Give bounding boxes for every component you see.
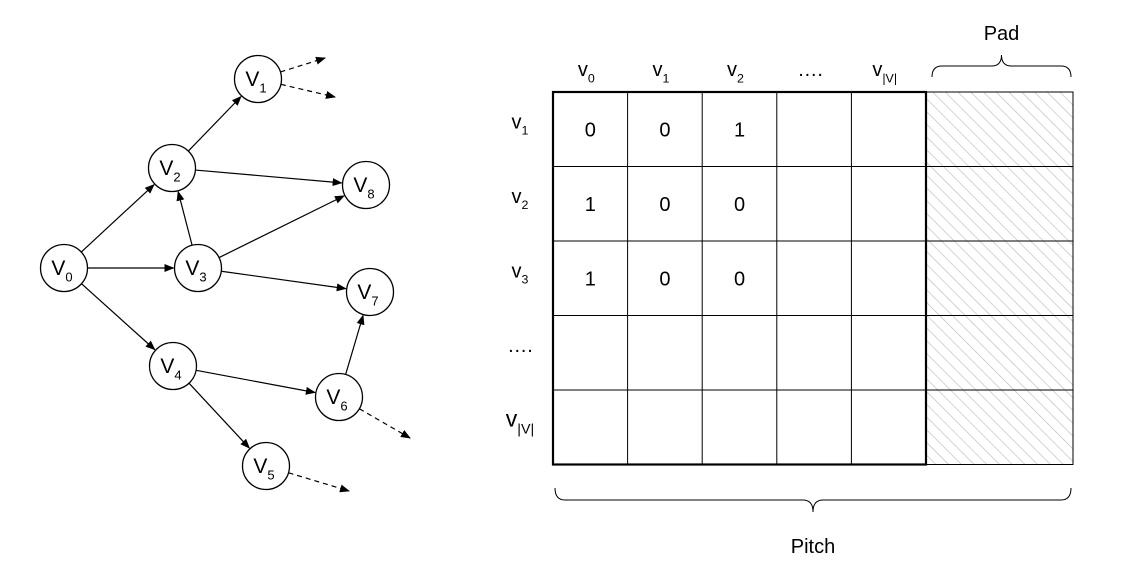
edge-v2-v1 (187, 95, 242, 152)
edge-v4-v5 (188, 382, 250, 449)
node-v1: V1 (233, 54, 283, 104)
pitch-brace (554, 487, 1072, 513)
edge-v4-v6 (195, 369, 316, 395)
dangling-edge-v5 (288, 472, 350, 493)
edge-v2-v8 (195, 169, 343, 187)
row-header: v1 (512, 111, 529, 137)
node-v0: V0 (39, 243, 89, 293)
pad-brace (931, 54, 1072, 78)
pitch-label: Pitch (791, 536, 835, 558)
graph-edges (80, 56, 411, 493)
matrix-cell: 1 (585, 194, 596, 216)
matrix-cells: 0 0 1 1 0 0 1 0 0 (585, 119, 745, 290)
matrix-cell: 0 (585, 119, 596, 141)
edge-v3-v8 (218, 195, 345, 259)
matrix-cell: 0 (734, 268, 745, 290)
node-circle (241, 441, 291, 491)
row-header: …. (507, 335, 533, 357)
node-label: V2 (159, 157, 180, 185)
node-v8: V8 (341, 160, 391, 210)
node-label: V4 (160, 355, 181, 383)
column-header: v1 (652, 59, 669, 85)
node-v2: V2 (147, 143, 197, 193)
edge-v3-v7 (221, 270, 347, 292)
node-label: V1 (245, 68, 266, 96)
node-label: V5 (253, 455, 274, 483)
edge-v0-v2 (80, 183, 155, 253)
node-label: V7 (357, 281, 378, 309)
row-header: v|V| (506, 405, 534, 437)
edge-v3-v2 (176, 190, 193, 246)
node-circle (314, 372, 364, 422)
node-v5: V5 (241, 441, 291, 491)
node-label: V3 (185, 257, 206, 285)
matrix-cell: 1 (734, 119, 745, 141)
node-circle (148, 341, 198, 391)
dangling-edge-v1 (280, 56, 326, 73)
node-v3: V3 (173, 243, 223, 293)
column-header: v2 (727, 59, 744, 85)
edge-v6-v7 (345, 314, 365, 375)
column-header: v|V| (872, 59, 897, 85)
matrix-cell: 0 (659, 119, 670, 141)
matrix-cell: 0 (659, 268, 670, 290)
pad-region (926, 92, 1073, 465)
node-circle (233, 54, 283, 104)
dangling-edge-v6 (359, 408, 411, 439)
column-header: …. (797, 59, 823, 81)
node-label: V6 (326, 386, 347, 414)
row-header: v2 (512, 186, 529, 212)
matrix-cell: 0 (734, 194, 745, 216)
dangling-edge-v1 (280, 83, 336, 99)
matrix-column-headers: v0 v1 v2 …. v|V| (578, 59, 897, 85)
edge-v0-v4 (81, 283, 156, 351)
node-circle (147, 143, 197, 193)
matrix-border (551, 90, 928, 466)
node-circle (173, 243, 223, 293)
node-v4: V4 (148, 341, 198, 391)
node-circle (39, 243, 89, 293)
matrix-grid (551, 90, 1074, 466)
row-header: v3 (512, 260, 529, 286)
column-header: v0 (578, 59, 595, 85)
node-v6: V6 (314, 372, 364, 422)
matrix-cell: 0 (659, 194, 670, 216)
node-circle (341, 160, 391, 210)
matrix-cell: 1 (585, 268, 596, 290)
node-label: V0 (51, 257, 72, 285)
pad-label: Pad (984, 23, 1020, 45)
node-label: V8 (353, 174, 374, 202)
node-circle (345, 267, 395, 317)
node-v7: V7 (345, 267, 395, 317)
matrix-row-headers: v1 v2 v3 …. v|V| (506, 111, 534, 437)
